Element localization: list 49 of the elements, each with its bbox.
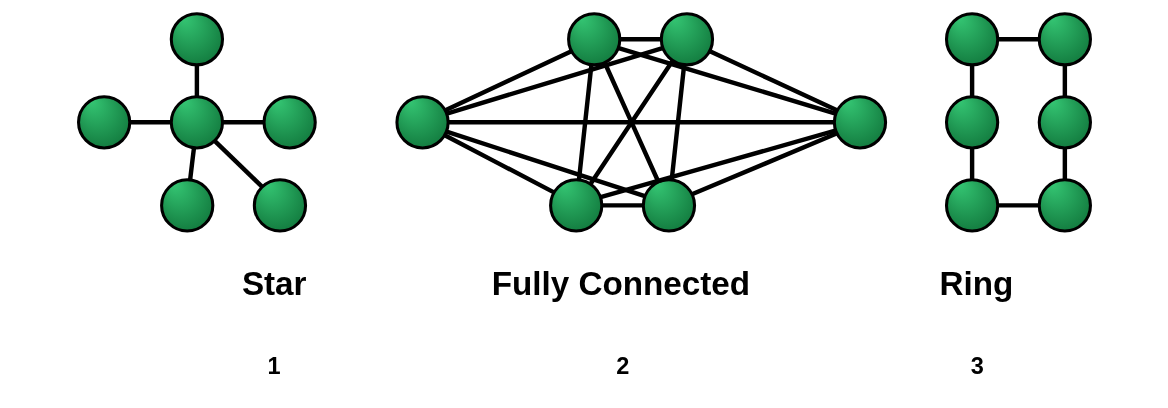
node-circle bbox=[169, 95, 224, 150]
node-circle bbox=[1037, 95, 1092, 150]
connector bbox=[708, 49, 838, 113]
connector bbox=[576, 64, 594, 180]
connector bbox=[997, 37, 1039, 42]
node-circle bbox=[169, 12, 224, 67]
connector bbox=[194, 65, 199, 97]
node-circle bbox=[1037, 178, 1092, 233]
connector bbox=[969, 148, 974, 180]
node-circle bbox=[159, 178, 214, 233]
connector bbox=[447, 120, 834, 125]
node-circle bbox=[394, 95, 450, 150]
connector bbox=[1062, 148, 1067, 180]
label: 1 bbox=[266, 352, 281, 379]
node-circle bbox=[1037, 12, 1092, 67]
node-circle bbox=[252, 178, 307, 233]
node-circle bbox=[76, 95, 131, 150]
node-circle bbox=[944, 178, 999, 233]
node-circle bbox=[944, 12, 999, 67]
connector bbox=[443, 133, 555, 195]
label: 3 bbox=[970, 352, 984, 379]
node-circle bbox=[262, 95, 317, 150]
connector bbox=[212, 139, 263, 189]
connector bbox=[129, 120, 171, 125]
node-circle bbox=[659, 12, 714, 67]
connector bbox=[997, 203, 1039, 208]
connector bbox=[669, 64, 686, 180]
connector bbox=[588, 59, 674, 185]
label: Star bbox=[241, 264, 307, 302]
connector bbox=[617, 45, 836, 116]
connector bbox=[599, 128, 836, 200]
label: Fully Connected bbox=[491, 264, 750, 302]
node-circle bbox=[944, 95, 999, 150]
connector bbox=[691, 131, 837, 197]
connector bbox=[445, 45, 663, 116]
connector bbox=[969, 65, 974, 97]
label: 2 bbox=[615, 352, 629, 379]
connector bbox=[619, 37, 661, 42]
connector bbox=[601, 203, 643, 208]
node-circle bbox=[641, 178, 696, 233]
label: Ring bbox=[939, 264, 1013, 302]
connector bbox=[187, 147, 196, 181]
connector bbox=[445, 129, 645, 199]
node-circle bbox=[566, 12, 621, 67]
connector bbox=[444, 49, 572, 113]
node-circle bbox=[548, 178, 603, 233]
connector bbox=[222, 120, 264, 125]
connector bbox=[1062, 65, 1067, 97]
node-circle bbox=[832, 95, 887, 150]
